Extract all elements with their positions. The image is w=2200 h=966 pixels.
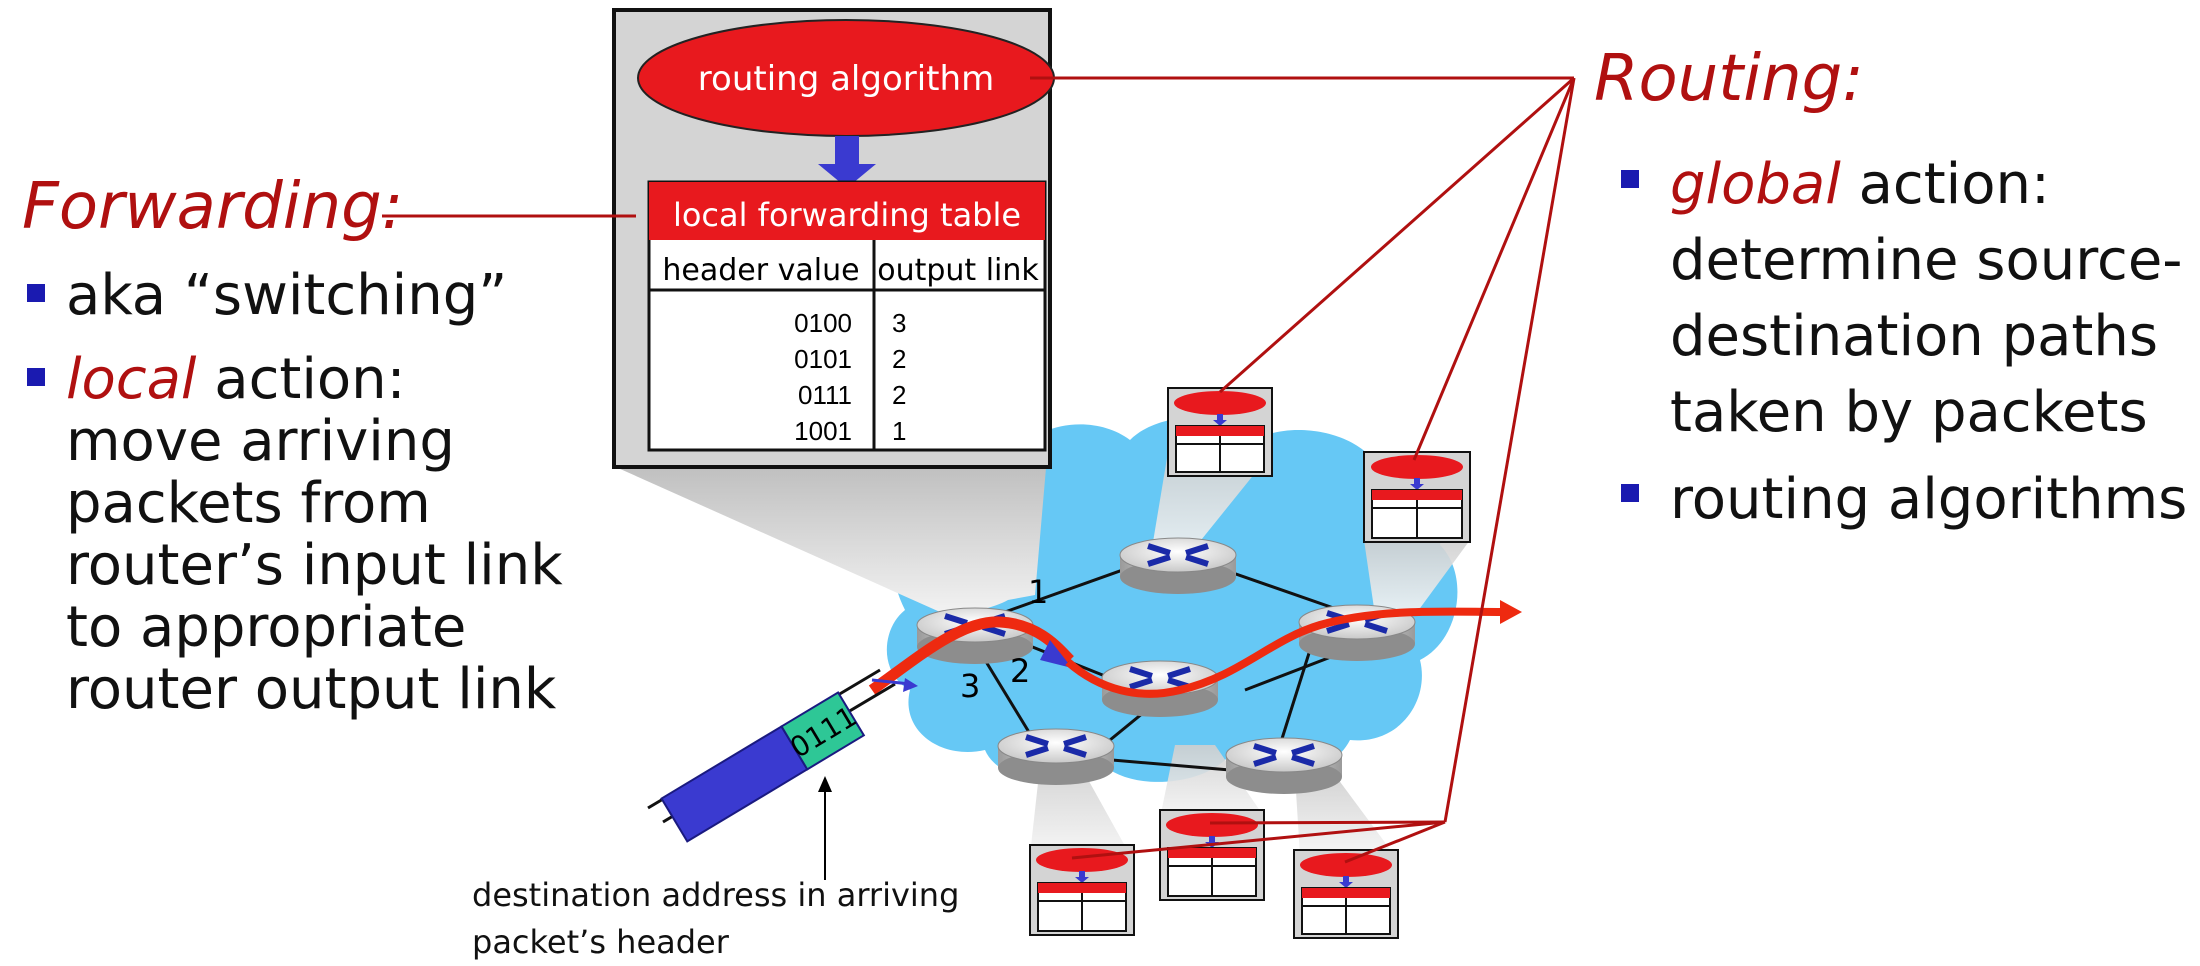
router-control-box: routing algorithm local forwarding table… <box>612 8 1055 469</box>
forwarding-line: to appropriate <box>66 595 466 660</box>
caption-line-2: packet’s header <box>472 923 730 961</box>
mini-table-icon <box>1167 387 1273 477</box>
router-icon <box>997 728 1115 785</box>
mini-table-icon <box>1293 849 1399 939</box>
mini-table-icon <box>1363 451 1471 543</box>
column-header-link: output link <box>877 253 1039 288</box>
routing-line: destination paths <box>1670 304 2158 369</box>
table-cell-link: 1 <box>892 416 906 446</box>
table-cell-value: 0111 <box>798 380 852 410</box>
link-labels: 1 2 3 <box>960 573 1048 705</box>
mini-table-icon <box>1029 844 1135 936</box>
packet-payload <box>660 725 809 843</box>
column-header-value: header value <box>662 253 859 288</box>
packet: 0111 <box>660 691 866 843</box>
bullet-icon <box>27 368 45 386</box>
bullet-icon <box>1621 484 1639 502</box>
routing-bullet-2: routing algorithms <box>1670 467 2187 532</box>
forwarding-bullet-1: aka “switching” <box>66 263 507 328</box>
forwarding-table-title: local forwarding table <box>673 196 1021 234</box>
packet-path <box>868 600 1522 698</box>
forwarding-table-title-bar <box>649 182 1045 240</box>
link-label-3: 3 <box>960 667 980 705</box>
network-links <box>983 560 1376 772</box>
caption: destination address in arriving packet’s… <box>472 876 959 961</box>
caption-line-1: destination address in arriving <box>472 876 959 914</box>
forwarding-heading: Forwarding: <box>22 170 403 244</box>
table-cell-value: 0100 <box>794 308 852 338</box>
caption-arrow <box>818 776 832 880</box>
table-cell-link: 3 <box>892 308 906 338</box>
mini-table-icon <box>1159 809 1265 901</box>
forwarding-bullet-2-first: local action: <box>66 347 406 412</box>
router-icon <box>1225 737 1343 794</box>
forwarding-bullet-2-emph: local <box>66 347 197 412</box>
connector-lines <box>382 76 1576 864</box>
routing-bullet-1-emph: global <box>1670 152 1841 217</box>
router-icon <box>1119 537 1237 594</box>
forwarding-line: router’s input link <box>66 533 563 598</box>
projection-beams <box>618 452 1470 856</box>
routing-bullet-1-first: global action: <box>1670 152 2050 217</box>
routing-line: taken by packets <box>1670 380 2148 445</box>
forwarding-bullet-2-rest: action: <box>196 347 405 412</box>
bullet-icon <box>27 284 45 302</box>
table-cell-value: 0101 <box>794 344 852 374</box>
forwarding-section: Forwarding: aka “switching” local action… <box>22 170 563 722</box>
routing-bullet-1-rest: action: <box>1841 152 2050 217</box>
packet-header <box>780 691 866 771</box>
forwarding-line: packets from <box>66 471 431 536</box>
table-cell-value: 1001 <box>794 416 852 446</box>
link-label-2: 2 <box>1010 652 1030 690</box>
routing-heading: Routing: <box>1594 42 1864 116</box>
routing-section: Routing: global action: determine source… <box>1594 42 2187 532</box>
table-cell-link: 2 <box>892 344 906 374</box>
forwarding-line: router output link <box>66 657 557 722</box>
forwarding-line: move arriving <box>66 409 455 474</box>
mini-router-tables <box>1029 387 1471 939</box>
routing-line: determine source- <box>1670 228 2182 293</box>
bullet-icon <box>1621 170 1639 188</box>
table-cell-link: 2 <box>892 380 906 410</box>
link-label-1: 1 <box>1028 573 1048 611</box>
down-arrow-icon <box>818 136 876 188</box>
routing-algorithm-label: routing algorithm <box>698 59 994 99</box>
